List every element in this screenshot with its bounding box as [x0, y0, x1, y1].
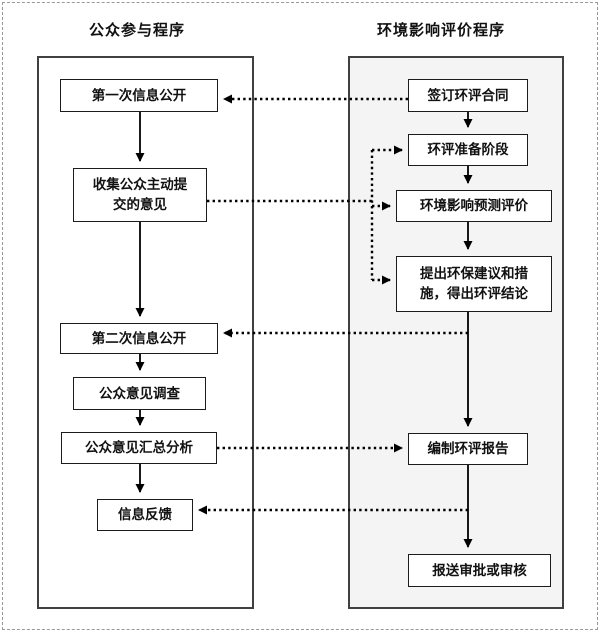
right-column-heading: 环境影响评价程序 — [376, 23, 505, 39]
node-information-feedback: 信息反馈 — [97, 499, 193, 531]
node-collect-public-opinions: 收集公众主动提交的意见 — [73, 168, 207, 222]
node-sign-eia-contract: 签订环评合同 — [408, 79, 528, 112]
node-first-information-disclosure: 第一次信息公开 — [60, 79, 218, 112]
node-opinion-summary-analysis: 公众意见汇总分析 — [61, 432, 217, 464]
node-eia-preparation-stage: 环评准备阶段 — [408, 134, 528, 166]
left-column-heading: 公众参与程序 — [88, 23, 185, 39]
node-second-information-disclosure: 第二次信息公开 — [60, 323, 218, 354]
node-suggestions-and-conclusions: 提出环保建议和措施，得出环评结论 — [396, 256, 552, 312]
node-impact-prediction-evaluation: 环境影响预测评价 — [396, 190, 552, 222]
node-public-opinion-survey: 公众意见调查 — [73, 377, 206, 410]
node-submit-for-approval: 报送审批或审核 — [408, 554, 551, 587]
node-compile-eia-report: 编制环评报告 — [408, 433, 528, 465]
